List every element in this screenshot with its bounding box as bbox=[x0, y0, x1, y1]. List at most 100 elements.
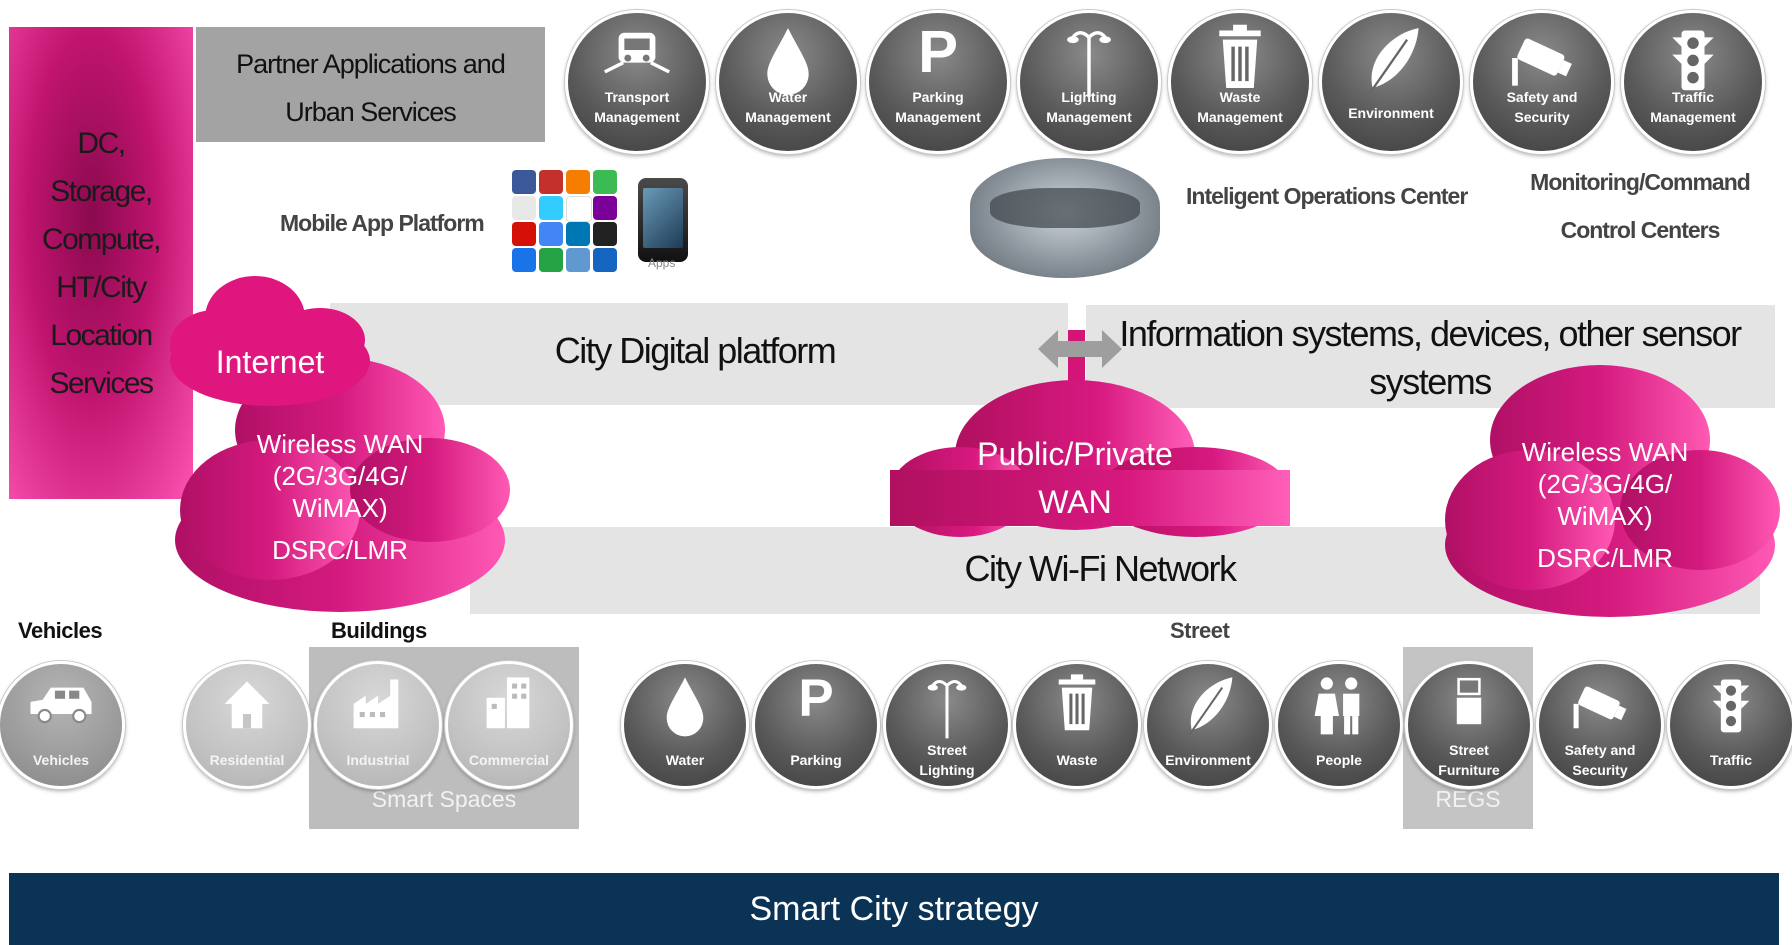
lastfm-icon bbox=[512, 222, 536, 246]
water-drop-icon bbox=[767, 28, 809, 95]
house-icon bbox=[224, 681, 270, 729]
bidirectional-arrow-icon bbox=[1038, 330, 1122, 368]
city-wifi-label: City Wi-Fi Network bbox=[964, 548, 1237, 589]
datacenter-line: Services bbox=[49, 367, 154, 400]
parking-label: Parking bbox=[790, 752, 842, 768]
partner-apps-box bbox=[196, 27, 545, 142]
monitoring-line: Control Centers bbox=[1560, 217, 1721, 243]
wireless-wan-left-label: Wireless WAN (2G/3G/4G/ WiMAX) DSRC/LMR bbox=[220, 428, 460, 566]
wan-line: (2G/3G/4G/ bbox=[1537, 469, 1673, 499]
traffic-light-icon bbox=[1712, 679, 1750, 733]
factory-icon bbox=[353, 679, 399, 729]
social-apps-grid bbox=[512, 170, 618, 274]
svg-text:P: P bbox=[918, 18, 958, 85]
info-systems-line: Information systems, devices, other sens… bbox=[1119, 313, 1742, 354]
datacenter-panel bbox=[9, 27, 193, 499]
public-private-wan-cloud bbox=[890, 380, 1290, 537]
operations-center-desk bbox=[990, 188, 1140, 228]
office-building-label: Commercial bbox=[468, 752, 550, 768]
leaf-label: Environment bbox=[1165, 752, 1251, 768]
footer-bar bbox=[9, 873, 1779, 945]
partner-line: Urban Services bbox=[285, 97, 457, 127]
street-light-icon bbox=[1067, 31, 1111, 98]
wan-line: Wireless WAN bbox=[1521, 437, 1689, 467]
info-systems-line: systems bbox=[1369, 361, 1492, 402]
suv-car-circle: Vehicles bbox=[0, 661, 125, 789]
internet-label: Internet bbox=[215, 344, 325, 380]
water-drop-icon bbox=[666, 677, 704, 737]
wan-line: (2G/3G/4G/ bbox=[272, 461, 408, 491]
datacenter-line: Storage, bbox=[50, 175, 153, 208]
monitoring-line: Monitoring/Command bbox=[1530, 169, 1751, 195]
traffic-light-icon bbox=[1672, 30, 1714, 91]
security-camera-icon bbox=[1573, 686, 1627, 729]
leaf-circle: Environment bbox=[1144, 661, 1272, 789]
yahoo-icon bbox=[593, 196, 617, 220]
people-icon bbox=[1314, 677, 1360, 735]
mobile-app-platform-label: Mobile App Platform bbox=[280, 210, 485, 236]
traffic-light-label: Traffic bbox=[1709, 752, 1752, 768]
leaf-label: Environment bbox=[1348, 105, 1434, 121]
dsrc-label: DSRC/LMR bbox=[1537, 543, 1673, 573]
people-label: People bbox=[1316, 752, 1362, 768]
internet-cloud bbox=[170, 276, 370, 406]
plus-icon bbox=[593, 170, 617, 194]
house-label: Residential bbox=[209, 752, 285, 768]
datacenter-label: DC, Storage, Compute, HT/City Location S… bbox=[9, 120, 193, 408]
waste-bin-icon bbox=[1219, 24, 1261, 88]
smart-spaces-label: Smart Spaces bbox=[371, 786, 517, 812]
water-drop-circle: Water bbox=[621, 661, 749, 789]
messenger-icon bbox=[593, 248, 617, 272]
youtube-icon bbox=[539, 170, 563, 194]
leaf-circle: Environment bbox=[1319, 10, 1463, 154]
wan-line: Wireless WAN bbox=[256, 429, 424, 459]
parking-icon: P bbox=[918, 18, 958, 85]
myspace-icon bbox=[512, 248, 536, 272]
regs-label: REGS bbox=[1435, 786, 1501, 812]
reddit-icon bbox=[566, 248, 590, 272]
picasa-icon bbox=[512, 196, 536, 220]
waste-bin-label: Waste bbox=[1056, 752, 1098, 768]
partner-apps-label: Partner Applications and Urban Services bbox=[196, 40, 545, 136]
suv-car-label: Vehicles bbox=[32, 752, 90, 768]
delicious-icon bbox=[593, 222, 617, 246]
street-furniture-icon bbox=[1456, 676, 1482, 725]
waste-bin-circle: Waste bbox=[1013, 661, 1141, 789]
footer-title: Smart City strategy bbox=[749, 890, 1039, 928]
security-camera-icon bbox=[1512, 38, 1572, 86]
linkedin-icon bbox=[566, 222, 590, 246]
factory-circle: Industrial bbox=[314, 661, 442, 789]
chat-icon bbox=[539, 248, 563, 272]
info-systems-label: Information systems, devices, other sens… bbox=[1100, 310, 1760, 406]
parking-icon: P bbox=[798, 669, 833, 728]
dsrc-label: DSRC/LMR bbox=[272, 535, 408, 565]
datacenter-line: Compute, bbox=[41, 223, 162, 256]
wireless-wan-cloud-right bbox=[1445, 365, 1780, 617]
operations-center-image bbox=[970, 158, 1160, 278]
google-icon bbox=[539, 222, 563, 246]
city-digital-platform-label: City Digital platform bbox=[554, 330, 837, 371]
blogger-icon bbox=[566, 170, 590, 194]
office-building-circle: Commercial bbox=[445, 661, 573, 789]
suv-car-icon bbox=[30, 687, 92, 724]
datacenter-line: DC, bbox=[77, 127, 126, 160]
phone-screen bbox=[643, 188, 683, 248]
vehicles-section-label: Vehicles bbox=[18, 618, 103, 643]
people-circle: People bbox=[1275, 661, 1403, 789]
